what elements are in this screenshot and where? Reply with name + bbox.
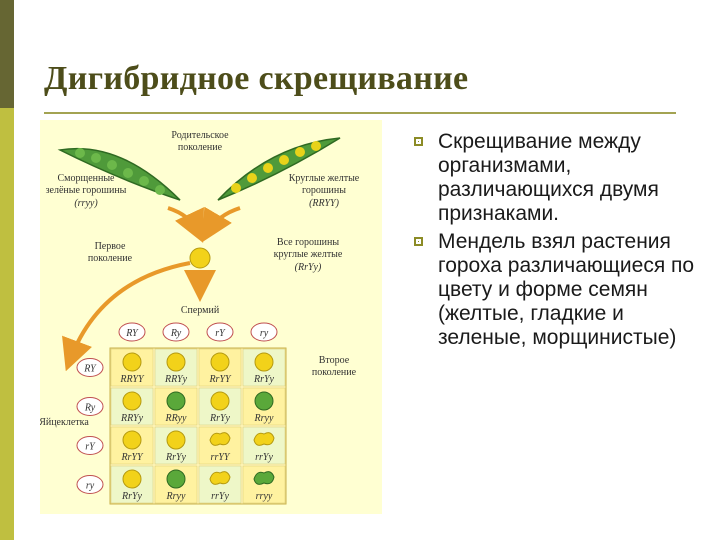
green-pea-pod bbox=[57, 147, 181, 201]
bullet-item: Мендель взял растения гороха различающие… bbox=[414, 230, 704, 350]
green-pea bbox=[254, 391, 274, 411]
green-pea bbox=[166, 469, 186, 489]
genotype-label: RRYy bbox=[164, 374, 188, 385]
decor-bar-top bbox=[0, 0, 14, 108]
egg-gamete-label: RY bbox=[83, 364, 97, 375]
punnett-cell bbox=[242, 426, 286, 465]
f1-genotype: (RrYy) bbox=[295, 262, 322, 273]
yellow-pea bbox=[210, 391, 230, 411]
square-bullet-icon bbox=[414, 137, 423, 146]
egg-gamete-label: ry bbox=[86, 481, 95, 492]
dihybrid-cross-figure: Родительское поколение Сморщенные зелёны… bbox=[39, 120, 382, 514]
all-round-yellow-label-2: круглые желтые bbox=[274, 249, 343, 260]
yellow-pea bbox=[166, 352, 186, 372]
bullet-item: Скрещивание между организмами, различающ… bbox=[414, 130, 704, 226]
decor-bar-bottom bbox=[0, 108, 14, 540]
genotype-label: RrYy bbox=[165, 452, 187, 463]
yellow-pea bbox=[122, 391, 142, 411]
genotype-label: rrYy bbox=[255, 452, 273, 463]
sperm-gamete-circle bbox=[162, 322, 190, 342]
yellow-pea bbox=[210, 352, 230, 372]
egg-gamete-circle bbox=[76, 436, 104, 455]
parent-generation-label-1: Родительское bbox=[171, 130, 229, 141]
second-generation-label-2: поколение bbox=[312, 367, 357, 378]
egg-gametes: RY Ry rY ry bbox=[76, 358, 104, 494]
bullet-list: Скрещивание между организмами, различающ… bbox=[414, 130, 704, 354]
sperm-gamete-label: Ry bbox=[170, 328, 182, 339]
genotype-label: Rryy bbox=[254, 413, 274, 424]
sperm-gamete-circle bbox=[206, 322, 234, 342]
egg-gamete-circle bbox=[76, 397, 104, 416]
yellow-pea bbox=[254, 352, 274, 372]
green-pea bbox=[253, 471, 275, 485]
bullet-text: Мендель взял растения гороха различающие… bbox=[438, 230, 695, 349]
genotype-label: RrYy bbox=[209, 413, 231, 424]
bullet-text: Скрещивание между организмами, различающ… bbox=[438, 130, 659, 225]
yellow-pea bbox=[166, 430, 186, 450]
yellow-pea bbox=[122, 430, 142, 450]
arrow-f1-to-egg bbox=[62, 261, 191, 372]
sperm-gamete-label: ry bbox=[260, 328, 269, 339]
first-generation-label-1: Первое bbox=[95, 241, 126, 252]
sperm-gamete-circle bbox=[250, 322, 278, 342]
genotype-label: rrYy bbox=[211, 491, 229, 502]
egg-gamete-label: rY bbox=[85, 442, 96, 453]
slide-title: Дигибридное скрещивание bbox=[44, 60, 469, 97]
genotype-label: Rryy bbox=[166, 491, 186, 502]
yellow-pea-pod bbox=[217, 137, 341, 201]
yellow-pea bbox=[122, 352, 142, 372]
yellow-pea bbox=[253, 432, 275, 446]
parent-generation-label-2: поколение bbox=[178, 142, 223, 153]
egg-label: Яйцеклетка bbox=[40, 417, 89, 428]
punnett-cell bbox=[198, 426, 242, 465]
egg-gamete-circle bbox=[76, 358, 104, 377]
yellow-pea bbox=[209, 432, 231, 446]
wrinkled-green-label-1: Сморщенные bbox=[58, 173, 116, 184]
genotype-label: RRYY bbox=[119, 374, 145, 385]
sperm-label: Спермий bbox=[181, 305, 220, 316]
genotype-label: RrYy bbox=[253, 374, 275, 385]
genotype-label: rrYY bbox=[211, 452, 231, 463]
genotype-label: RrYY bbox=[208, 374, 232, 385]
genotype-label: RRYy bbox=[120, 413, 144, 424]
yellow-pea bbox=[209, 471, 231, 485]
genotype-label: rryy bbox=[256, 491, 273, 502]
first-generation-label-2: поколение bbox=[88, 253, 133, 264]
cross-diagram: Родительское поколение Сморщенные зелёны… bbox=[39, 130, 360, 505]
sperm-gamete-circle bbox=[118, 322, 146, 342]
sperm-gamete-label: rY bbox=[215, 328, 226, 339]
green-pea bbox=[166, 391, 186, 411]
genotype-label: RrYY bbox=[120, 452, 144, 463]
round-yellow-label-1: Круглые желтые bbox=[289, 173, 360, 184]
second-generation-label-1: Второе bbox=[319, 355, 350, 366]
title-divider bbox=[44, 112, 676, 114]
arrow-left-to-f1 bbox=[167, 206, 204, 243]
punnett-cell bbox=[242, 465, 286, 504]
f1-yellow-pea bbox=[189, 247, 211, 269]
arrow-right-to-f1 bbox=[201, 206, 241, 243]
sperm-gametes: RY Ry rY ry bbox=[118, 322, 278, 342]
square-bullet-icon bbox=[414, 237, 423, 246]
punnett-cell bbox=[198, 465, 242, 504]
round-yellow-label-2: горошины bbox=[302, 185, 346, 196]
wrinkled-green-genotype: (rryy) bbox=[74, 198, 98, 209]
round-yellow-genotype: (RRYY) bbox=[309, 198, 339, 209]
yellow-pea bbox=[122, 469, 142, 489]
sperm-gamete-label: RY bbox=[125, 328, 139, 339]
genotype-label: RRyy bbox=[165, 413, 187, 424]
egg-gamete-label: Ry bbox=[84, 403, 96, 414]
egg-gamete-circle bbox=[76, 475, 104, 494]
wrinkled-green-label-2: зелёные горошины bbox=[46, 185, 127, 196]
all-round-yellow-label-1: Все горошины bbox=[277, 237, 339, 248]
genotype-label: RrYy bbox=[121, 491, 143, 502]
